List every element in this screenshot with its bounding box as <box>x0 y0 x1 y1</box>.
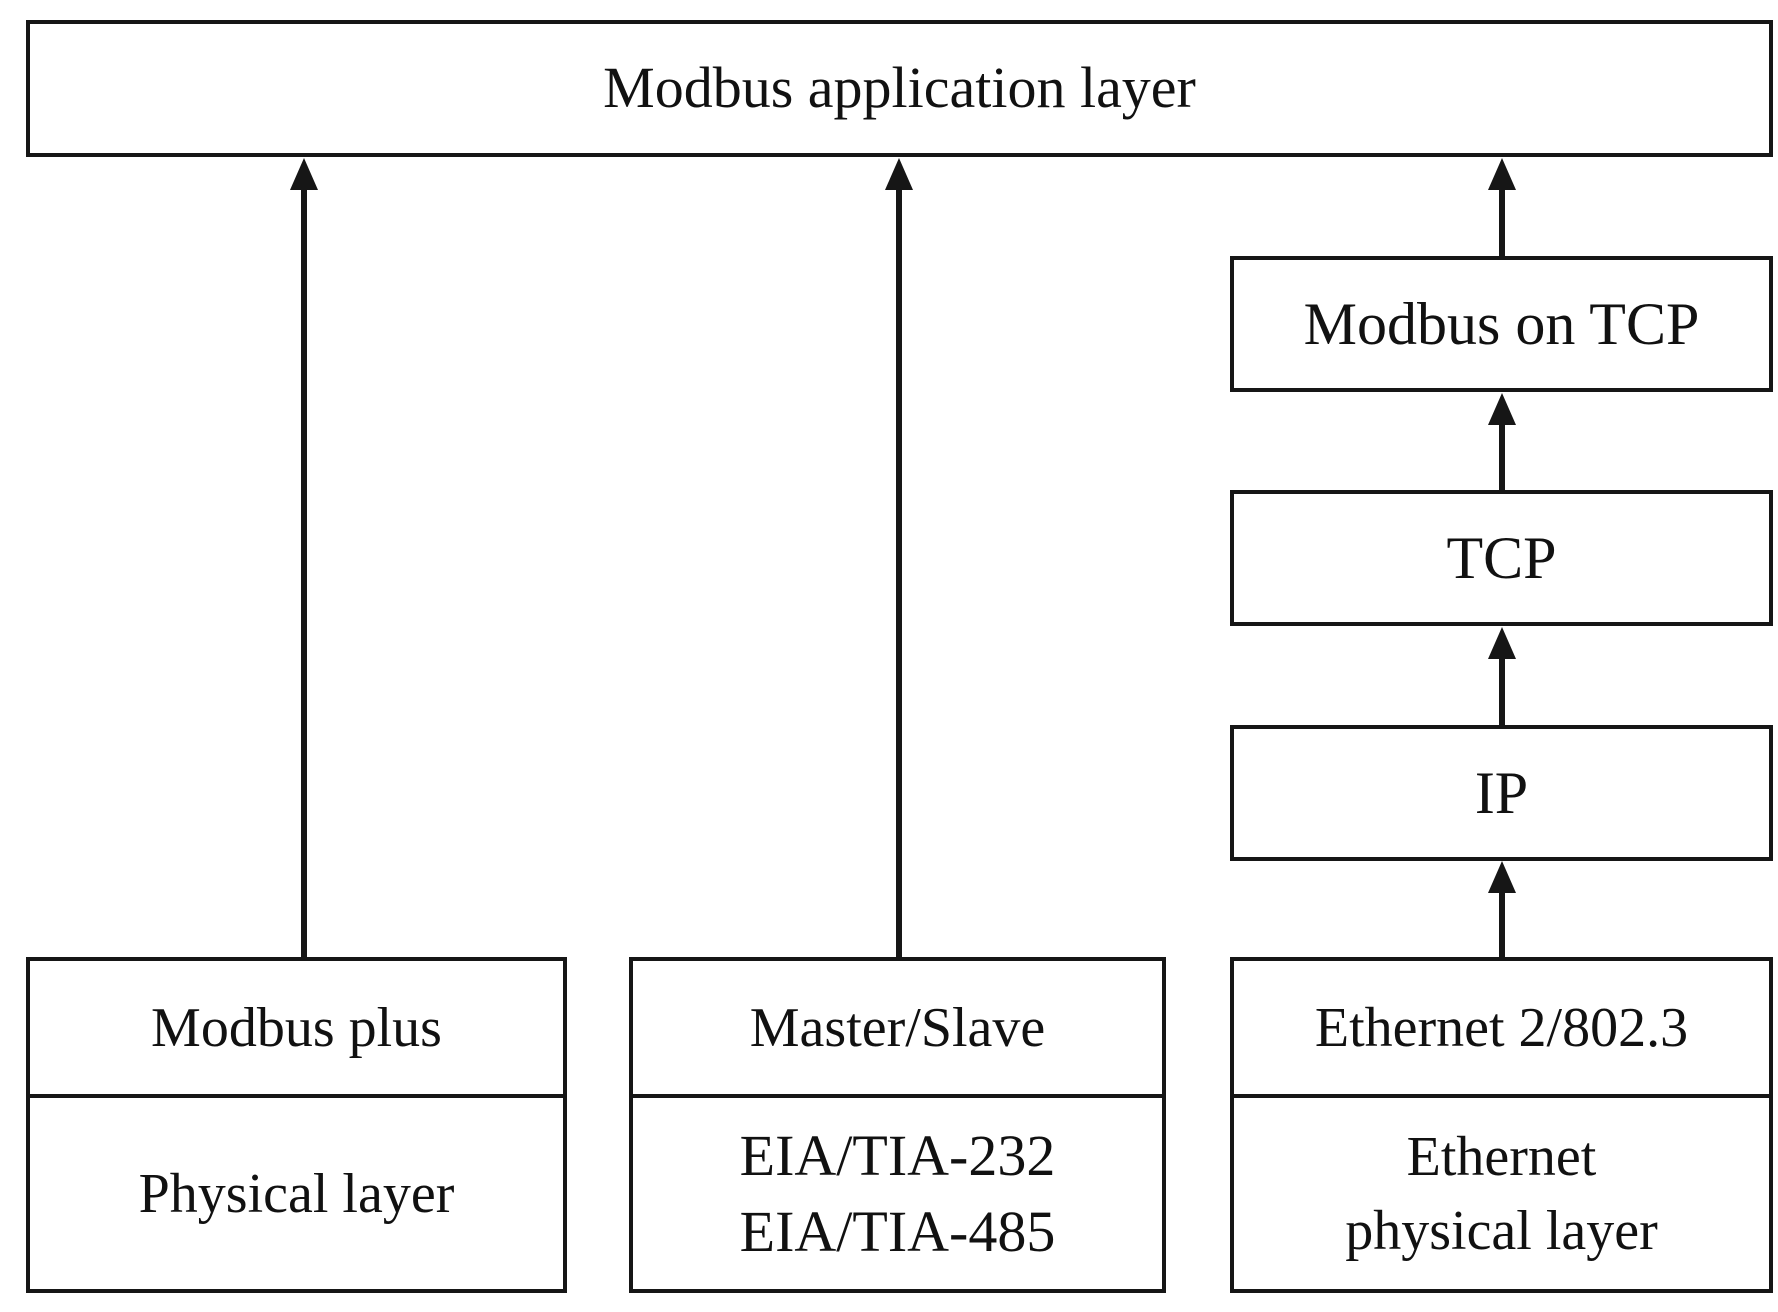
arrowhead-icon <box>290 158 318 190</box>
divider <box>1234 1094 1769 1098</box>
ethernet-physical-layer-label: physical layer <box>1345 1199 1658 1262</box>
ethernet-label: Ethernet <box>1406 1125 1597 1188</box>
ethernet-box: Ethernet 2/802.3 Ethernet physical layer <box>1230 957 1773 1293</box>
master-slave-label: Master/Slave <box>749 996 1046 1059</box>
physical-layer-label: Physical layer <box>138 1162 455 1225</box>
modbus-application-layer-label: Modbus application layer <box>603 55 1196 121</box>
arrowhead-icon <box>1488 158 1516 190</box>
master-slave-box: Master/Slave EIA/TIA-232 EIA/TIA-485 <box>629 957 1166 1293</box>
modbus-plus-label: Modbus plus <box>151 996 442 1059</box>
ip-box: IP <box>1230 725 1773 861</box>
modbus-on-tcp-box: Modbus on TCP <box>1230 256 1773 392</box>
divider <box>30 1094 563 1098</box>
arrowhead-icon <box>1488 861 1516 893</box>
arrowhead-icon <box>885 158 913 190</box>
modbus-application-layer-box: Modbus application layer <box>26 20 1773 157</box>
eia-tia-485-label: EIA/TIA-485 <box>739 1198 1056 1264</box>
modbus-on-tcp-label: Modbus on TCP <box>1303 290 1700 357</box>
arrowhead-icon <box>1488 393 1516 425</box>
divider <box>633 1094 1162 1098</box>
eia-tia-232-label: EIA/TIA-232 <box>739 1122 1056 1188</box>
modbus-plus-box: Modbus plus Physical layer <box>26 957 567 1293</box>
arrowhead-icon <box>1488 627 1516 659</box>
tcp-label: TCP <box>1446 524 1557 591</box>
tcp-box: TCP <box>1230 490 1773 626</box>
ip-label: IP <box>1474 759 1529 826</box>
ethernet-802-3-label: Ethernet 2/802.3 <box>1314 996 1689 1059</box>
